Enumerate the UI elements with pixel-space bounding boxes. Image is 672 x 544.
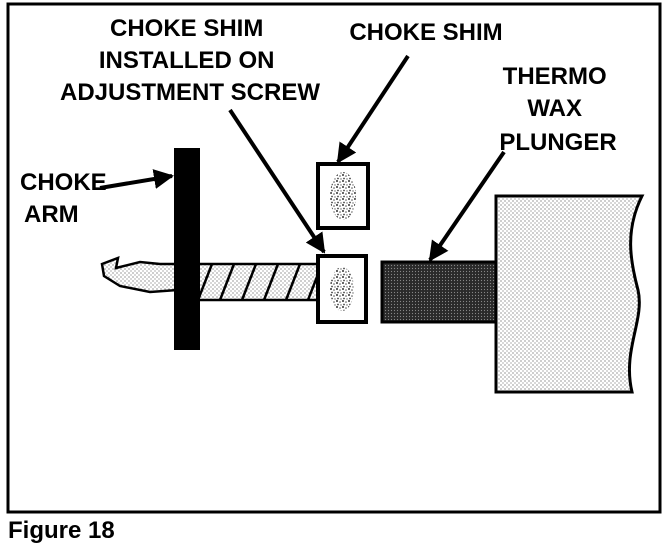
figure-caption: Figure 18 [8,517,115,544]
installed-choke-shim [316,254,368,324]
installed-shim-label: CHOKE SHIM INSTALLED ON ADJUSTMENT SCREW [60,15,320,106]
loose-shim-leader [336,54,410,164]
thermo-wax-housing [494,194,645,394]
loose-choke-shim [316,162,370,230]
choke-arm-leader [99,169,174,190]
choke-arm-bar [174,148,200,350]
choke-arm-label: CHOKE ARM [20,169,113,228]
plunger-label: THERMO WAX PLUNGER [499,63,616,156]
adjustment-screw [100,256,328,302]
loose-shim-label: CHOKE SHIM [349,19,502,46]
figure-frame [6,2,662,514]
thermo-wax-plunger [380,260,502,324]
installed-shim-leader [228,108,326,254]
plunger-leader [428,150,506,262]
